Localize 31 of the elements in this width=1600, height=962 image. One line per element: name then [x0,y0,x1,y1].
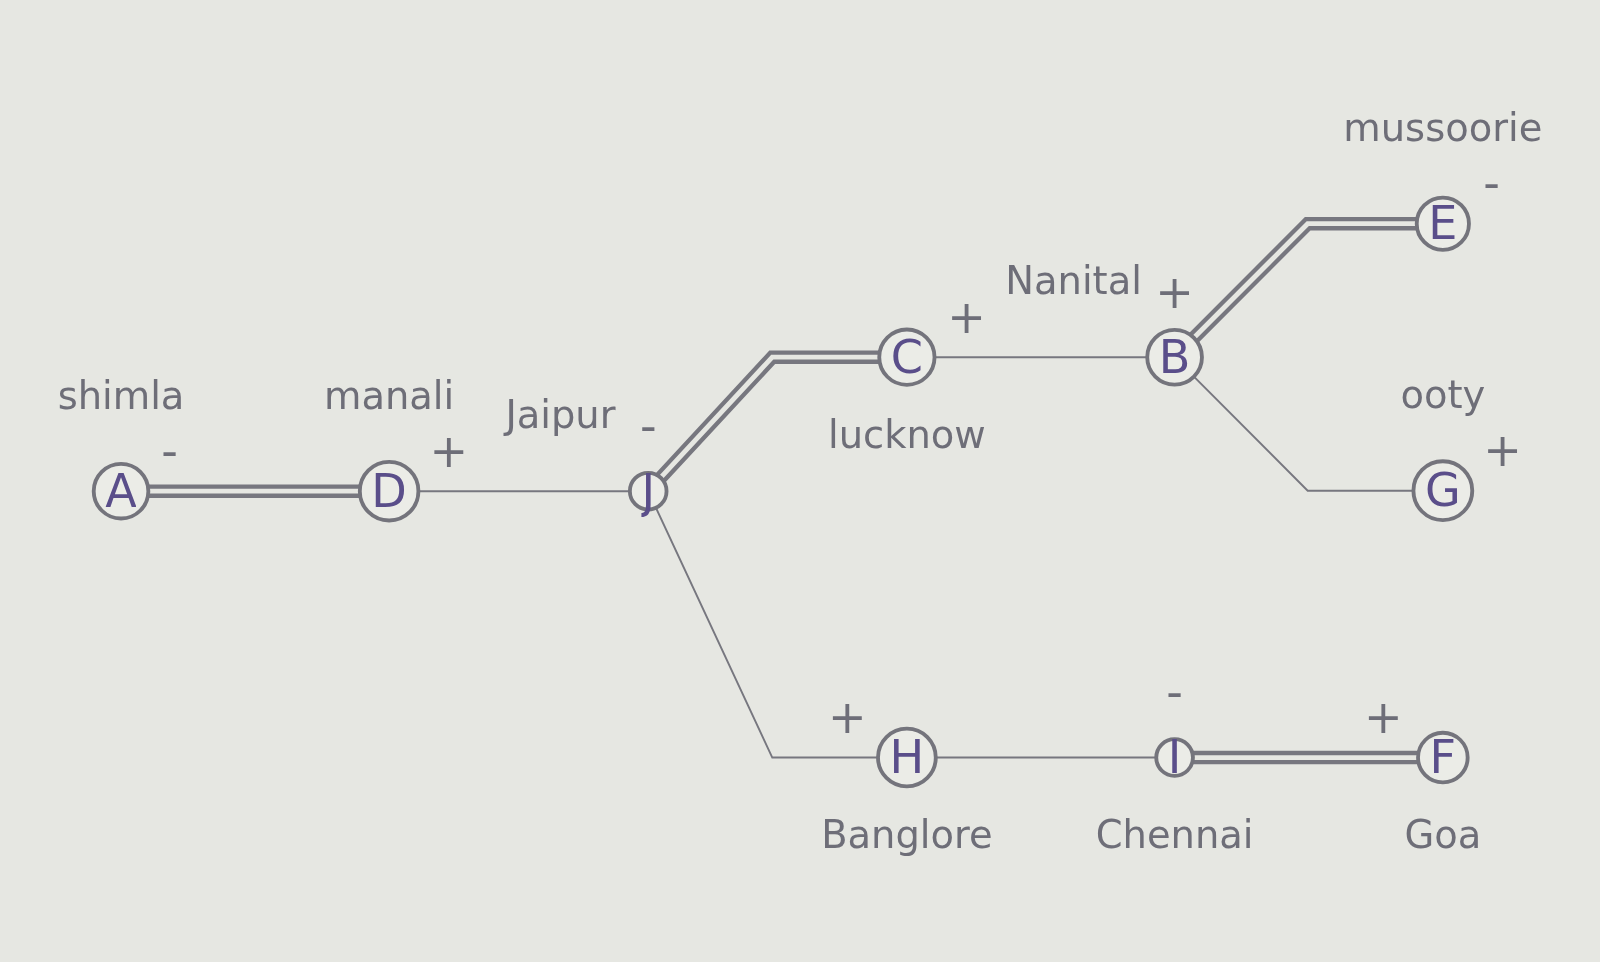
polarity-sign: + [827,690,867,745]
node-circle: E [1414,195,1471,252]
polarity-sign: + [947,289,986,344]
place-name: Goa [1404,811,1482,857]
node-circle: C [877,327,937,387]
node-circle: A [91,461,151,521]
connector [148,484,360,498]
place-name: manali [323,372,455,418]
node-circle: I [1154,737,1195,778]
place-name: mussoorie [1343,105,1543,151]
place-name: shimla [57,372,185,418]
node-circle: F [1416,730,1470,785]
polarity-sign: - [639,398,657,453]
polarity-sign: + [1483,423,1522,478]
polarity-sign: - [1483,156,1500,211]
polarity-sign: - [161,423,178,478]
place-name: Banglore [821,811,993,857]
node-circle: H [876,726,938,789]
place-name: lucknow [828,411,986,457]
polarity-sign: + [1155,264,1194,319]
place-name: Chennai [1095,811,1254,857]
polarity-sign: + [1363,690,1403,745]
place-name: Nanital [1005,257,1142,303]
polarity-sign: - [1166,665,1183,720]
polarity-sign: + [429,423,469,478]
node-circle: D [357,459,421,523]
node-circle: B [1145,327,1204,387]
node-circle: G [1411,459,1475,523]
place-name: ooty [1400,372,1486,418]
connector [1189,216,1417,343]
place-name: Jaipur [505,391,616,437]
